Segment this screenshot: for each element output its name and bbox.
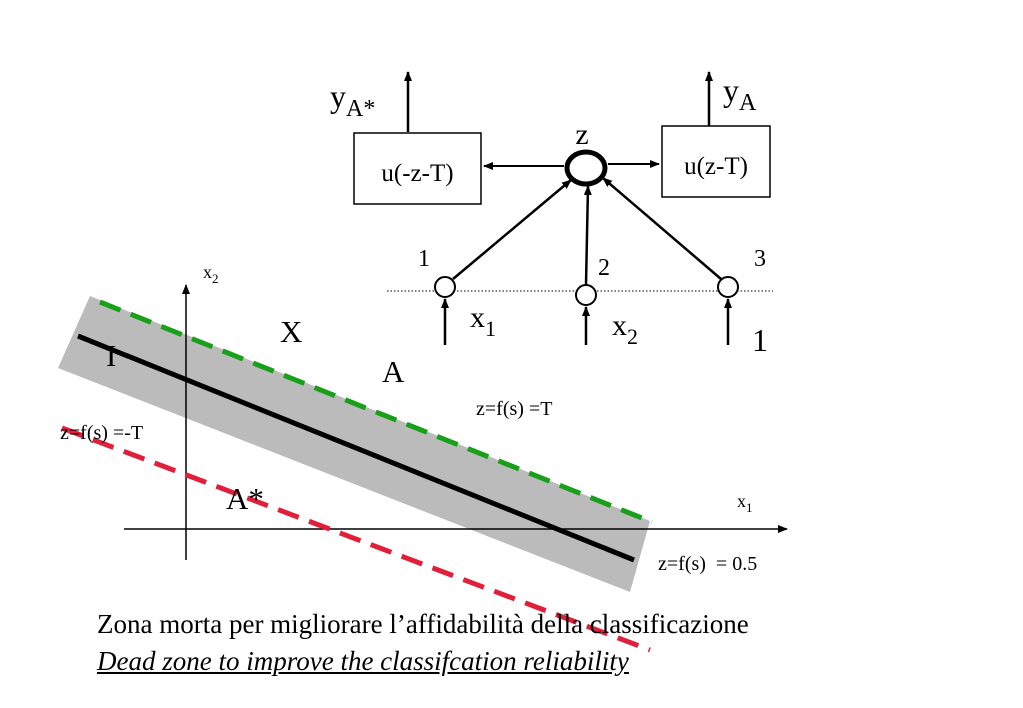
upper-boundary-label: z=f(s) =T [476, 398, 552, 420]
input-index-1: 1 [418, 246, 430, 272]
block-right [661, 125, 771, 198]
x-axis-label: x1 [737, 491, 753, 515]
region-x-label: X [280, 314, 302, 349]
network-schematic: yA* yA u(-z-T) u(z-T) z 1 2 3 [330, 71, 773, 358]
dead-zone-band [58, 296, 650, 592]
block-right-label: u(z-T) [684, 153, 748, 180]
input-label-1: x1 [470, 301, 496, 341]
input-label-3: 1 [752, 322, 768, 358]
boundary-middle-line [77, 333, 635, 563]
region-i-label: I [106, 338, 116, 373]
input-node-3 [717, 276, 739, 298]
input-node-1 [434, 276, 456, 298]
boundary-upper-line [99, 299, 653, 525]
weight-arrow-3 [602, 177, 722, 280]
weight-arrow-1 [452, 179, 572, 280]
region-astar-label: A* [226, 481, 264, 516]
input-label-2: x2 [612, 309, 638, 349]
boundary-lower-line [61, 425, 651, 653]
lower-boundary-label: z=f(s) =-T [60, 422, 143, 444]
y-axis-label: x2 [203, 262, 219, 286]
block-left [353, 132, 482, 205]
output-left-label: yA* [330, 78, 375, 122]
neuron-node [564, 149, 608, 187]
caption-italian: Zona morta per migliorare l’affidabilità… [97, 609, 749, 639]
neuron-label: z [575, 118, 588, 151]
middle-boundary-label: z=f(s) = 0.5 [658, 553, 757, 575]
region-a-label: A [382, 354, 405, 389]
output-right-label: yA [723, 72, 757, 116]
caption-english: Dead zone to improve the classifcation r… [97, 646, 629, 676]
input-index-3: 3 [754, 246, 766, 272]
weight-arrow-2 [583, 185, 592, 286]
decision-plot: x2 x1 X I A A* z=f(s) =T z=f(s) =-T z=f(… [58, 262, 788, 653]
input-node-2 [575, 284, 597, 306]
input-index-2: 2 [598, 255, 610, 281]
block-left-label: u(-z-T) [381, 160, 453, 187]
